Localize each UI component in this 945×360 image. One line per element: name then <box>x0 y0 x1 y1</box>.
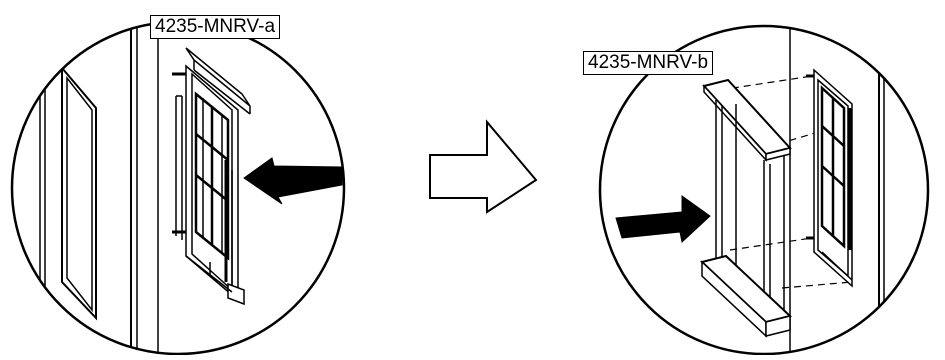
right-panel-label: 4235-MNRV-b <box>583 51 714 75</box>
push-arrow-left <box>243 157 343 205</box>
window-unit <box>172 47 251 306</box>
casing-trim <box>699 78 793 338</box>
right-detail-view <box>598 24 930 356</box>
door-frame <box>130 22 159 354</box>
door-panel <box>39 22 97 354</box>
left-panel-label: 4235-MNRV-a <box>150 15 281 39</box>
push-arrow-right <box>615 195 711 243</box>
outline-right-arrow <box>429 119 538 214</box>
right-detail-circle <box>598 24 930 356</box>
left-detail-view <box>10 20 346 356</box>
window-unit <box>806 68 853 288</box>
